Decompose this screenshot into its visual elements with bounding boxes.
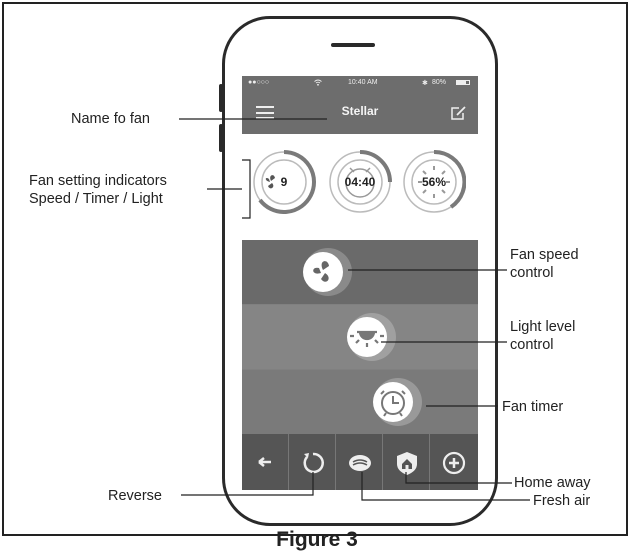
light-value: 56% [421,175,447,189]
callout-fan-setting-line2: Speed / Timer / Light [29,191,163,207]
fan-setting-indicators: 9 04:40 56% [242,134,478,240]
light-icon [350,330,384,347]
callout-fan-setting-line1: Fan setting indicators [29,173,167,189]
home-away-icon [397,452,417,475]
figure-frame [2,2,628,536]
callout-light-level-control: Light level control [510,318,575,354]
phone-volume-up [219,84,223,112]
fan-timer-control-row [242,370,478,434]
fan-speed-control-row [242,240,478,304]
alarm-clock-icon [345,167,375,198]
signal-indicator: ●●○○○ [248,79,270,86]
status-bar: ●●○○○ 10:40 AM ✱ 80% [242,76,478,90]
fan-icon [313,261,329,282]
menu-icon[interactable] [256,106,274,119]
fresh-air-icon [349,455,371,471]
app-header: Stellar [242,90,478,134]
bottom-toolbar [242,434,478,490]
phone-speaker [331,43,375,47]
wifi-icon [314,79,322,88]
light-indicator[interactable]: 56% [402,149,467,214]
edit-icon[interactable] [451,106,467,125]
fan-timer-button[interactable] [368,375,422,429]
add-icon [442,451,466,475]
fresh-air-button[interactable] [336,434,383,490]
callout-light-level-line2: control [510,337,554,353]
callout-fresh-air: Fresh air [533,493,591,509]
fan-speed-button[interactable] [298,245,352,299]
callout-light-level-line1: Light level [510,319,576,335]
light-level-button[interactable] [342,310,396,364]
figure-caption: Figure 3 [276,528,358,551]
callout-fan-speed-control: Fan speed control [510,246,579,282]
back-button[interactable] [242,434,289,490]
light-level-control-row [242,305,478,369]
fan-icon [265,175,275,189]
speed-value: 9 [280,175,288,189]
callout-fan-speed-line2: control [510,265,554,281]
timer-indicator[interactable]: 04:40 [328,150,392,214]
callout-fan-speed-line1: Fan speed [510,247,579,263]
speed-indicator[interactable]: 9 [252,150,316,214]
reverse-button[interactable] [289,434,336,490]
app-screen: ●●○○○ 10:40 AM ✱ 80% Stellar [242,76,478,490]
callout-name-of-fan: Name fo fan [71,111,150,127]
add-button[interactable] [430,434,477,490]
callout-reverse: Reverse [108,488,162,504]
status-time: 10:40 AM [348,79,378,86]
callout-fan-setting-indicators: Fan setting indicators Speed / Timer / L… [29,172,167,208]
reverse-icon [303,452,324,474]
alarm-clock-icon [380,390,406,417]
callout-fan-timer: Fan timer [502,399,564,415]
battery-icon [456,80,470,85]
callout-home-away: Home away [514,475,591,491]
bluetooth-icon: ✱ [422,80,428,87]
timer-value: 04:40 [344,175,376,189]
battery-percent: 80% [432,79,447,86]
sun-icon [418,166,450,198]
home-away-button[interactable] [383,434,430,490]
phone-volume-down [219,124,223,152]
back-arrow-icon [258,457,271,467]
fan-name-title: Stellar [341,104,379,118]
